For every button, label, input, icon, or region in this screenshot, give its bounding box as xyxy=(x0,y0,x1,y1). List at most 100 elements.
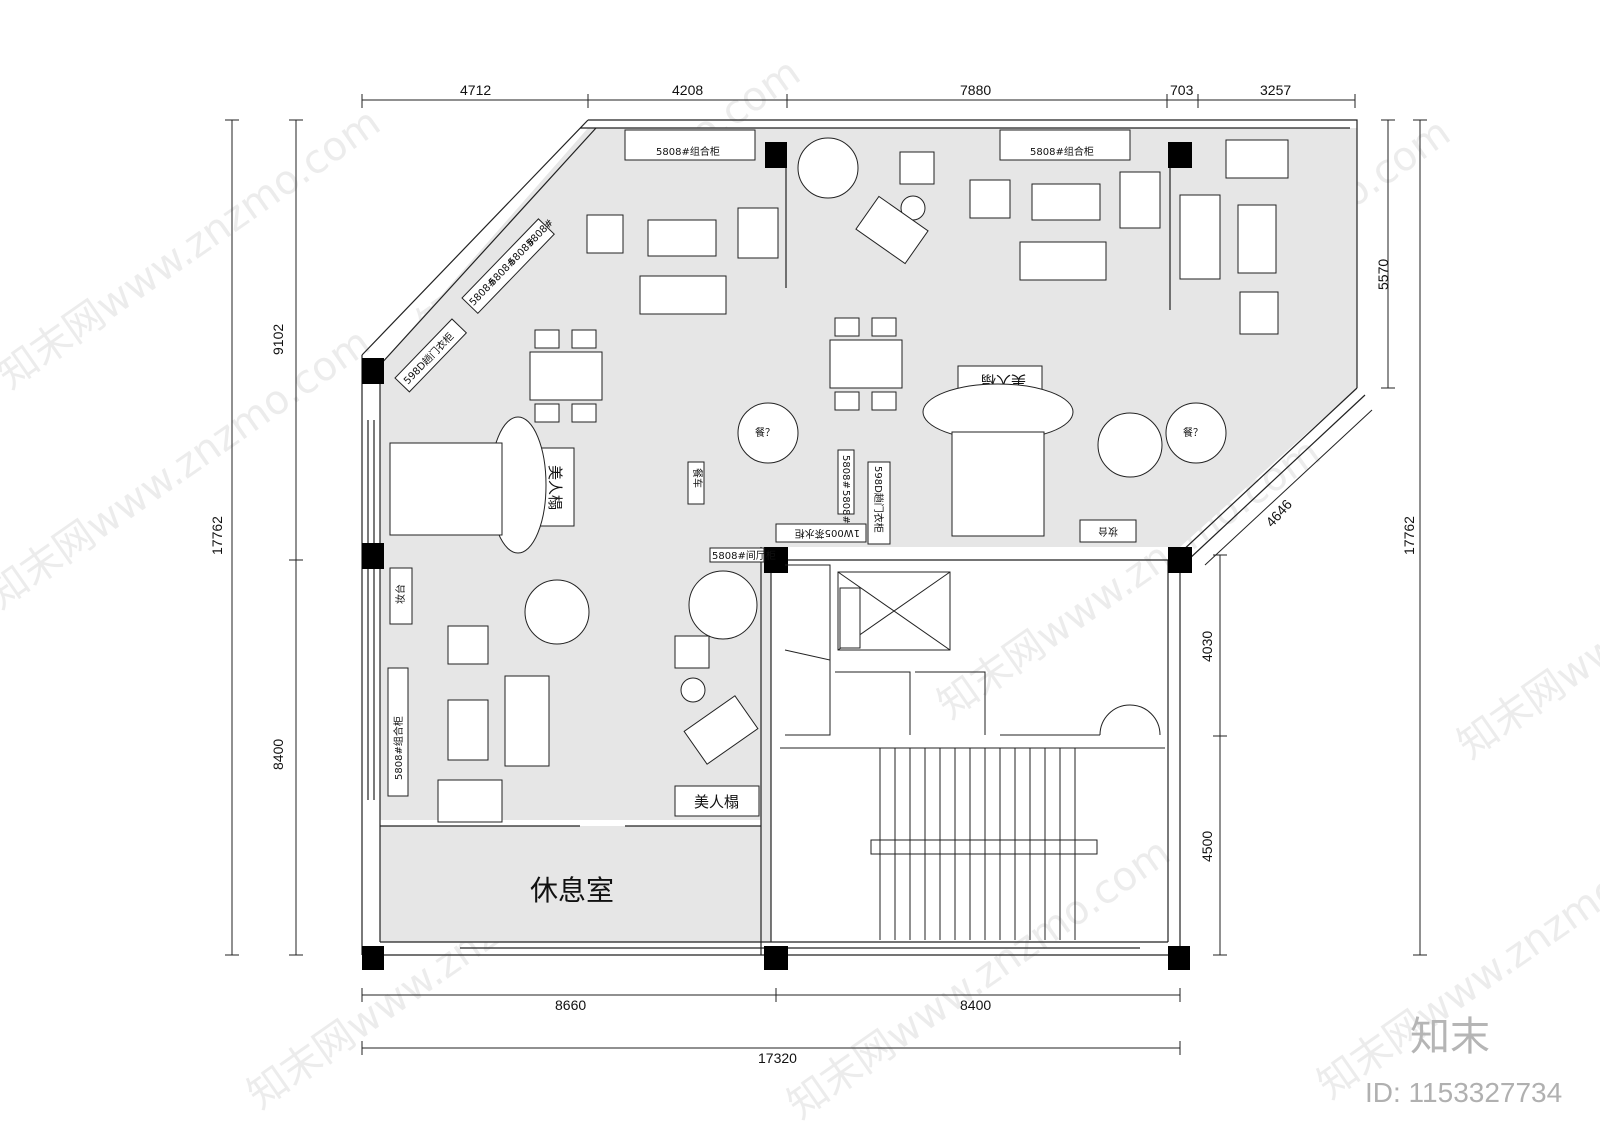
armchair xyxy=(1119,171,1161,229)
cabinet-top-left xyxy=(624,129,756,161)
beauty-couch-bottom xyxy=(674,785,760,817)
side-cabinet xyxy=(837,449,855,515)
watermark: 知末网www.znzmo.com xyxy=(779,829,1178,1128)
sofa xyxy=(639,275,727,315)
label-partition-cabinet: 5808#间厅柜 xyxy=(712,549,776,562)
sofa xyxy=(1225,139,1289,179)
label-cabinet-left: 5808#组合柜 xyxy=(392,716,405,780)
stair-elevator-block xyxy=(780,564,1165,940)
armchair xyxy=(586,214,624,254)
lounge-chair xyxy=(855,195,929,265)
lounge-chair xyxy=(683,695,759,765)
cabinet-left xyxy=(387,667,409,797)
coffee-table xyxy=(647,219,717,257)
diag-cabinet-set xyxy=(461,218,555,314)
label-beauty-couch-2: 美人榻 xyxy=(546,465,564,510)
dim-left-2: 8400 xyxy=(270,739,286,770)
dining-chair xyxy=(871,391,897,411)
column xyxy=(362,543,384,569)
column xyxy=(362,946,384,970)
wardrobe-center xyxy=(867,461,891,545)
sofa xyxy=(1179,194,1221,280)
armchair xyxy=(899,151,935,185)
label-dining-cart: 餐车 xyxy=(691,468,704,488)
dim-bottom-2: 8400 xyxy=(960,997,991,1013)
watermark: 知末网www.znzmo.com xyxy=(1309,809,1600,1108)
armchair xyxy=(1239,291,1279,335)
dining-table xyxy=(529,351,603,401)
dining-chair xyxy=(871,317,897,337)
sofa xyxy=(437,779,503,823)
wine-cabinet xyxy=(775,523,867,543)
label-wardrobe-center: 598D趟门衣柜 xyxy=(872,466,885,533)
watermark: 知末网www.znzmo.com xyxy=(1449,469,1600,768)
dining-chair xyxy=(534,329,560,349)
column xyxy=(765,142,787,168)
dim-top-2: 4208 xyxy=(672,82,703,98)
dining-cart xyxy=(687,461,705,505)
dressing-table-right xyxy=(1079,519,1137,543)
round-dining-table xyxy=(1165,402,1227,464)
bed-left xyxy=(389,442,503,536)
armchair xyxy=(674,635,710,669)
dim-diag-upper: 5570 xyxy=(1375,259,1391,290)
dining-chair xyxy=(834,391,860,411)
round-rug xyxy=(1097,412,1163,478)
dim-right-1: 4030 xyxy=(1199,631,1215,662)
round-rug xyxy=(524,579,590,645)
stair-treads xyxy=(780,747,1165,940)
label-cabinet-top-right: 5808#组合柜 xyxy=(1030,145,1094,158)
label-dressing-2: 妆台 xyxy=(1098,525,1118,538)
sofa xyxy=(1019,241,1107,281)
round-rug xyxy=(797,137,859,199)
columns xyxy=(362,142,1192,970)
wardrobe-diagonal xyxy=(394,318,468,393)
dining-chair xyxy=(571,329,597,349)
brand-logo: 知末 xyxy=(1410,1014,1490,1060)
furniture: 5808#组合柜 5808#组合柜 598D趟门衣柜 5808# 5808# 5… xyxy=(387,129,1289,823)
column xyxy=(1168,547,1192,573)
dim-top-5: 3257 xyxy=(1260,82,1291,98)
armchair xyxy=(737,207,779,259)
dimension-labels: 4712 4208 7880 703 3257 8660 8400 17320 … xyxy=(209,82,1417,1066)
dim-top-3: 7880 xyxy=(960,82,991,98)
label-wine-cabinet: 1W005茶水柜 xyxy=(795,527,860,540)
label-side-cab-1: 5808# xyxy=(840,455,851,489)
label-rest-room: 休息室 xyxy=(530,874,614,907)
coffee-table xyxy=(1237,204,1277,274)
label-beauty-couch-3: 美人榻 xyxy=(694,793,739,811)
walls xyxy=(361,119,1366,956)
dim-right-total: 17762 xyxy=(1401,516,1417,555)
dining-chair xyxy=(534,403,560,423)
dining-chair xyxy=(834,317,860,337)
armchair xyxy=(969,179,1011,219)
column xyxy=(1168,946,1190,970)
armchair xyxy=(447,625,489,665)
label-side-cab-2: 5808# xyxy=(840,490,851,524)
column xyxy=(1168,142,1192,168)
label-round-table-1: 餐？ xyxy=(755,426,775,439)
dim-top-4: 703 xyxy=(1170,82,1194,98)
dim-top-1: 4712 xyxy=(460,82,491,98)
round-dining-table xyxy=(737,402,799,464)
label-round-table-2: 餐？ xyxy=(1183,426,1203,439)
bed-right xyxy=(951,431,1045,537)
sofa xyxy=(504,675,550,767)
dim-right-2: 4500 xyxy=(1199,831,1215,862)
dim-bottom-1: 8660 xyxy=(555,997,586,1013)
cabinet-top-right xyxy=(999,129,1131,161)
dim-left-1: 9102 xyxy=(270,324,286,355)
dining-table xyxy=(829,339,903,389)
column xyxy=(764,547,788,573)
coffee-table xyxy=(447,699,489,761)
dim-total-width: 17320 xyxy=(758,1050,797,1066)
dimension-lines xyxy=(225,94,1427,1055)
label-dressing-1: 妆台 xyxy=(394,584,407,604)
side-table xyxy=(680,677,706,703)
label-cabinet-top-left: 5808#组合柜 xyxy=(656,145,720,158)
column xyxy=(362,358,384,384)
dim-left-total: 17762 xyxy=(209,516,225,555)
image-id: ID: 1153327734 xyxy=(1365,1077,1562,1108)
coffee-table xyxy=(1031,183,1101,221)
